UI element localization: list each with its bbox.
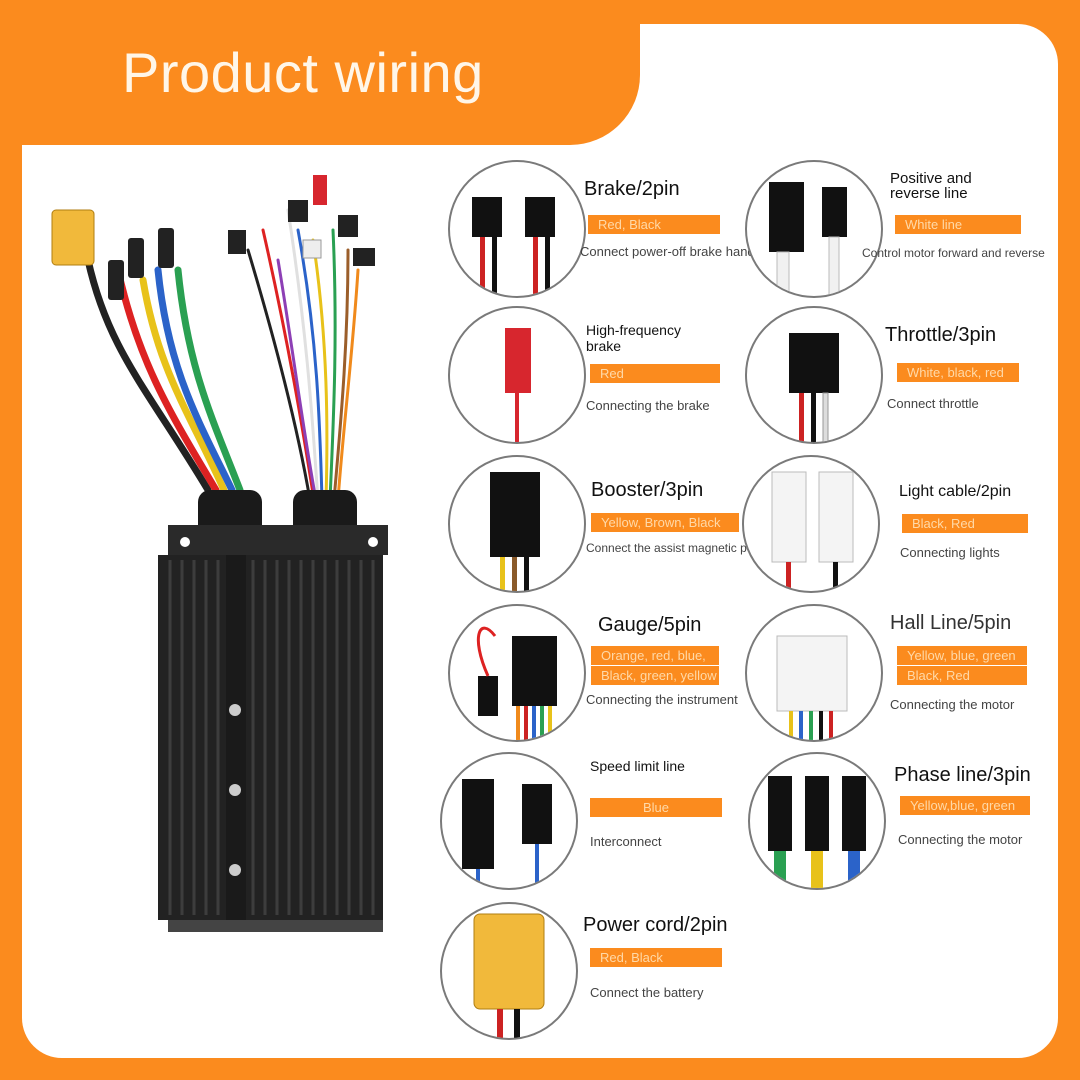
reverse-connector-photo	[745, 160, 883, 298]
booster-connector-photo	[448, 455, 586, 593]
color-bar: Blue	[590, 798, 722, 817]
gauge-connector-photo	[448, 604, 586, 742]
connector-title: Throttle/3pin	[885, 324, 997, 346]
connector-desc: Interconnect	[590, 834, 662, 849]
page-title: Product wiring	[122, 41, 484, 104]
hf-brake-connector-photo	[448, 306, 586, 444]
power-connector-photo	[440, 902, 578, 1040]
light-connector-photo	[742, 455, 880, 593]
connector-desc: Connecting lights	[900, 545, 1000, 560]
connector-title: Power cord/2pin	[583, 914, 728, 936]
controller-image	[51, 175, 388, 932]
color-bar: Black, Red	[902, 514, 1028, 533]
connector-title: Phase line/3pin	[894, 764, 1031, 786]
connector-desc: Connecting the instrument	[586, 692, 738, 707]
connector-title: Speed limit line	[590, 758, 685, 774]
connector-title: Light cable/2pin	[899, 483, 1012, 500]
color-bar: Yellow,blue, green	[900, 796, 1030, 815]
brake-connector-photo	[448, 160, 586, 298]
connector-title: Brake/2pin	[584, 178, 680, 200]
phase-connector-photo	[748, 752, 886, 890]
color-bar-line2: Black, Red	[897, 666, 1027, 685]
color-bar: Red, Black	[590, 948, 722, 967]
connector-desc: Control motor forward and reverse	[862, 246, 1045, 260]
color-bar: Red	[590, 364, 720, 383]
color-bar: White line	[895, 215, 1021, 234]
throttle-connector-photo	[745, 306, 883, 444]
color-bar-line2: Black, green, yellow	[591, 666, 719, 685]
color-bar: Yellow, Brown, Black	[591, 513, 739, 532]
speed-limit-connector-photo	[440, 752, 578, 890]
color-bar: Red, Black	[588, 215, 720, 234]
connector-desc: Connecting the motor	[890, 697, 1015, 712]
connector-desc: Connect throttle	[887, 396, 979, 411]
connector-title: Hall Line/5pin	[890, 612, 1012, 634]
color-bar: Orange, red, blue,	[591, 646, 719, 665]
connector-desc: Connecting the brake	[586, 398, 710, 413]
connector-title: Gauge/5pin	[598, 614, 702, 636]
hall-connector-photo	[745, 604, 883, 742]
color-bar: Yellow, blue, green	[897, 646, 1027, 665]
connector-title: Positive and reverse line	[890, 170, 972, 202]
color-bar: White, black, red	[897, 363, 1019, 382]
connector-desc: Connect the assist magnetic point	[586, 541, 767, 555]
connector-title: Booster/3pin	[591, 479, 704, 501]
header-banner	[0, 0, 640, 145]
connector-desc: Connecting the motor	[898, 832, 1023, 847]
connector-desc: Connect the battery	[590, 985, 704, 1000]
connector-desc: Connect power-off brake handle	[580, 244, 765, 259]
connector-title: High-frequency brake	[586, 322, 681, 354]
